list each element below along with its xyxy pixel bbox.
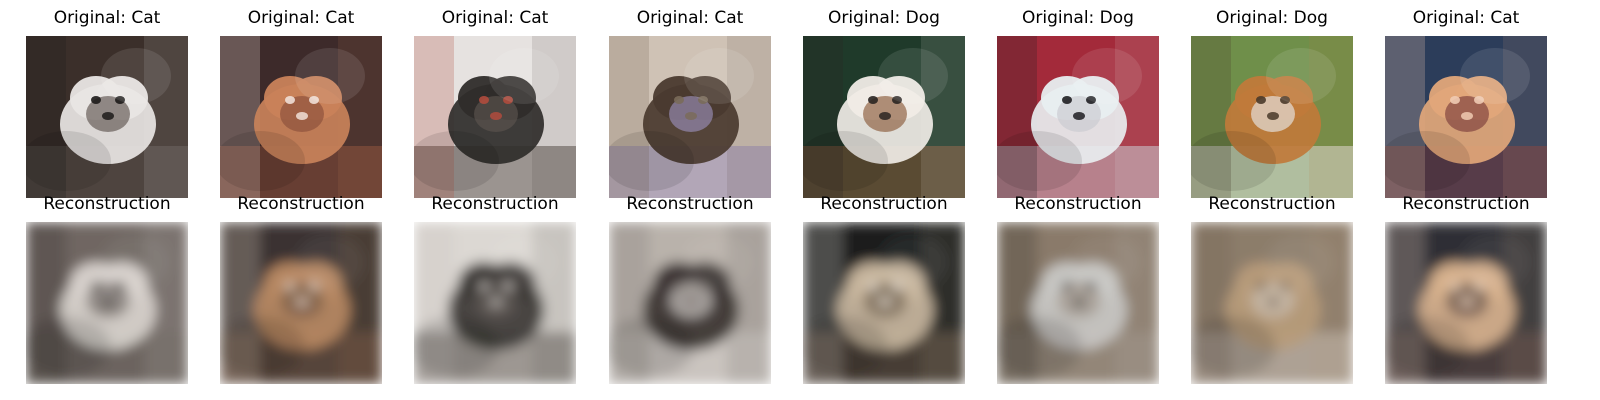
- reconstruction-panel: Reconstruction: [609, 192, 771, 384]
- original-title: Original: Dog: [1022, 8, 1134, 28]
- reconstruction-panel: Reconstruction: [414, 192, 576, 384]
- reconstruction-thumbnail-image: [26, 222, 188, 384]
- original-panel: Original: Cat: [609, 6, 771, 198]
- reconstruction-title: Reconstruction: [43, 194, 171, 214]
- original-image: [1385, 36, 1547, 198]
- reconstruction-image: [997, 222, 1159, 384]
- reconstruction-thumbnail-image: [1191, 222, 1353, 384]
- original-thumbnail-image: [997, 36, 1159, 198]
- original-panel: Original: Cat: [414, 6, 576, 198]
- reconstruction-panel: Reconstruction: [26, 192, 188, 384]
- reconstruction-image: [414, 222, 576, 384]
- reconstruction-title: Reconstruction: [820, 194, 948, 214]
- reconstruction-panel: Reconstruction: [220, 192, 382, 384]
- reconstruction-panel: Reconstruction: [1385, 192, 1547, 384]
- reconstruction-title: Reconstruction: [431, 194, 559, 214]
- original-panel: Original: Dog: [1191, 6, 1353, 198]
- original-image: [803, 36, 965, 198]
- original-thumbnail-image: [220, 36, 382, 198]
- original-title: Original: Cat: [441, 8, 549, 28]
- original-image: [414, 36, 576, 198]
- reconstruction-thumbnail-image: [220, 222, 382, 384]
- original-thumbnail-image: [26, 36, 188, 198]
- reconstruction-thumbnail-image: [1385, 222, 1547, 384]
- original-thumbnail-image: [1191, 36, 1353, 198]
- original-thumbnail-image: [803, 36, 965, 198]
- reconstruction-panel: Reconstruction: [997, 192, 1159, 384]
- reconstruction-image: [803, 222, 965, 384]
- reconstruction-image: [1385, 222, 1547, 384]
- original-image: [220, 36, 382, 198]
- original-panel: Original: Dog: [803, 6, 965, 198]
- reconstruction-thumbnail-image: [609, 222, 771, 384]
- reconstruction-title: Reconstruction: [1014, 194, 1142, 214]
- reconstruction-image: [220, 222, 382, 384]
- original-title: Original: Dog: [1216, 8, 1328, 28]
- reconstruction-thumbnail-image: [803, 222, 965, 384]
- original-panel: Original: Dog: [997, 6, 1159, 198]
- reconstruction-panel: Reconstruction: [803, 192, 965, 384]
- reconstruction-panel: Reconstruction: [1191, 192, 1353, 384]
- original-title: Original: Cat: [636, 8, 744, 28]
- original-image: [26, 36, 188, 198]
- original-image: [997, 36, 1159, 198]
- original-title: Original: Cat: [53, 8, 161, 28]
- reconstruction-image: [26, 222, 188, 384]
- original-thumbnail-image: [609, 36, 771, 198]
- original-thumbnail-image: [414, 36, 576, 198]
- original-title: Original: Dog: [828, 8, 940, 28]
- original-title: Original: Cat: [247, 8, 355, 28]
- original-panel: Original: Cat: [26, 6, 188, 198]
- reconstruction-image: [1191, 222, 1353, 384]
- reconstruction-thumbnail-image: [997, 222, 1159, 384]
- reconstruction-title: Reconstruction: [237, 194, 365, 214]
- reconstruction-title: Reconstruction: [626, 194, 754, 214]
- reconstruction-thumbnail-image: [414, 222, 576, 384]
- original-thumbnail-image: [1385, 36, 1547, 198]
- reconstruction-title: Reconstruction: [1208, 194, 1336, 214]
- original-image: [609, 36, 771, 198]
- original-image: [1191, 36, 1353, 198]
- reconstruction-image: [609, 222, 771, 384]
- reconstruction-title: Reconstruction: [1402, 194, 1530, 214]
- original-title: Original: Cat: [1412, 8, 1520, 28]
- original-panel: Original: Cat: [220, 6, 382, 198]
- original-panel: Original: Cat: [1385, 6, 1547, 198]
